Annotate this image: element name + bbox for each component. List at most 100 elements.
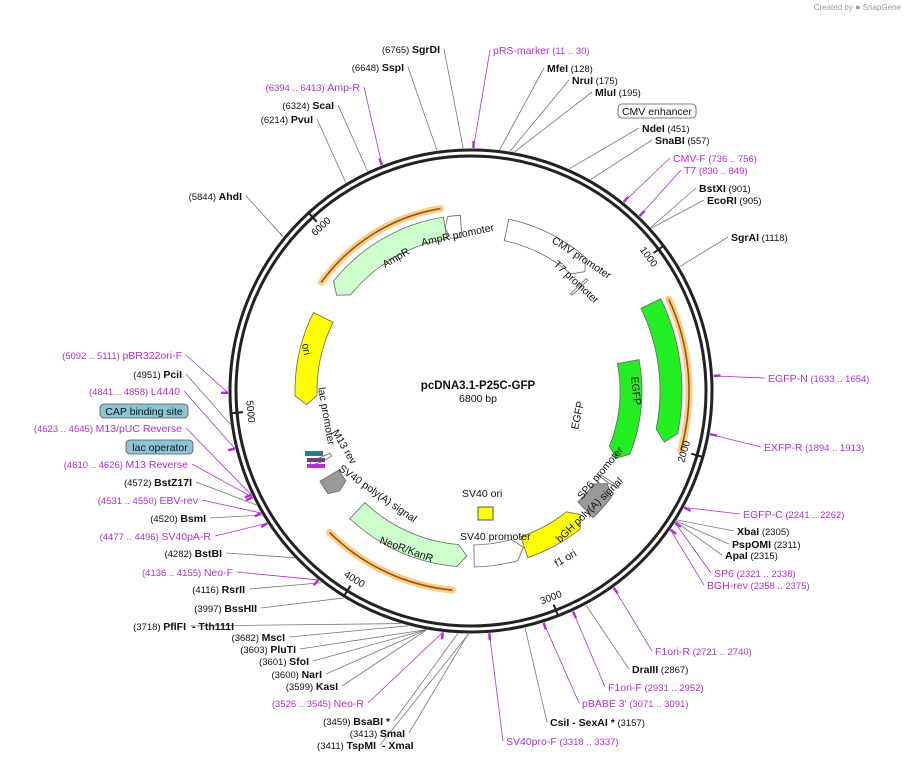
site-position: (3157) <box>617 718 644 729</box>
site-label: XbaI (2305) <box>737 526 789 538</box>
site-position: (830 .. 849) <box>699 166 748 177</box>
site-position: (175) <box>596 76 618 87</box>
site-name: TspMI <box>346 740 376 752</box>
site-name: EcoRI <box>707 195 737 207</box>
feature-label-sv40-promoter: SV40 promoter <box>460 531 531 543</box>
site-position: (4610 .. 4626) <box>64 460 123 471</box>
tick-label: 1000 <box>637 245 659 270</box>
svg-text:pBABE 3' (3071 .. 3091): pBABE 3' (3071 .. 3091) <box>582 698 688 710</box>
boxed-label-cmv-enhancer: CMV enhancer <box>617 103 697 119</box>
site-name: NruI <box>572 75 593 87</box>
svg-text:(4520) BsmI: (4520) BsmI <box>150 513 206 525</box>
site-name: BstZ17I <box>154 477 192 489</box>
site-name: M13/pUC Reverse <box>96 423 183 435</box>
site-name: pRS-marker <box>493 45 550 57</box>
primer-mark <box>312 579 320 587</box>
site-label: MluI (195) <box>595 87 641 99</box>
primer-mark <box>440 632 445 640</box>
site-name: BsaBI <box>353 716 383 728</box>
site-name: CMV-F <box>673 153 706 165</box>
site-position: (3413) <box>350 729 377 740</box>
site-position: (4623 .. 4645) <box>34 424 93 435</box>
site-name: CsiI <box>550 717 569 729</box>
svg-text:(4531 .. 4550) EBV-rev: (4531 .. 4550) EBV-rev <box>98 495 199 507</box>
site-name: L4440 <box>151 386 180 398</box>
site-label: EGFP-N (1633 .. 1654) <box>768 373 869 385</box>
primer-mark <box>571 611 578 619</box>
svg-text:(6214) PvuI: (6214) PvuI <box>261 114 313 126</box>
site-label: EXFP-R (1894 .. 1913) <box>764 442 864 454</box>
site-label: (4282) BstBI <box>164 548 222 560</box>
site-name: BstBI <box>195 548 223 560</box>
site-position: (5844) <box>189 192 216 203</box>
site-position: (905) <box>739 196 761 207</box>
site-label: pRS-marker (11 .. 30) <box>493 45 590 57</box>
site-label: PspOMI (2311) <box>732 539 801 551</box>
site-label: (4531 .. 4550) EBV-rev <box>98 495 199 507</box>
site-name: KasI <box>316 681 338 693</box>
svg-text:(6648) SspI: (6648) SspI <box>352 62 404 74</box>
site-label: T7 (830 .. 849) <box>684 165 748 177</box>
site-name: PflFI <box>163 621 186 633</box>
credit-prefix: Created by <box>813 3 853 12</box>
tick-mark <box>690 452 704 458</box>
site-position: (4572) <box>124 478 151 489</box>
credit-brand: SnapGene <box>862 3 901 12</box>
site-position: (2358 .. 2375) <box>750 581 809 592</box>
svg-text:NruI (175): NruI (175) <box>572 75 618 87</box>
site-label: (6765) SgrDI <box>382 44 440 56</box>
site-position: (4116) <box>192 585 219 596</box>
primer-mark <box>622 195 630 203</box>
site-label: (3718) PflFI- Tth111I <box>133 621 234 633</box>
site-label: (5092 .. 5111) pBR322ori-F <box>62 350 182 362</box>
site-position: (4531 .. 4550) <box>98 496 157 507</box>
feature-arc <box>473 539 524 568</box>
feature-label-ori: ori <box>299 342 313 356</box>
site-label: (3411) TspMI- XmaI <box>317 740 414 752</box>
site-label: (4951) PciI <box>133 369 182 381</box>
site-name: SP6 <box>714 568 734 580</box>
svg-text:(6765) SgrDI: (6765) SgrDI <box>382 44 440 56</box>
svg-text:PspOMI (2311): PspOMI (2311) <box>732 539 801 551</box>
site-position: (1633 .. 1654) <box>810 374 869 385</box>
sv40-ori-box <box>477 506 494 521</box>
orf-line <box>320 207 441 283</box>
svg-text:CMV-F (736 .. 756): CMV-F (736 .. 756) <box>673 153 757 165</box>
site-name: EGFP-C <box>743 509 783 521</box>
m13-primer-mark <box>307 464 325 468</box>
site-name: AhdI <box>219 191 242 203</box>
site-name: M13 Reverse <box>126 459 189 471</box>
svg-text:(4572) BstZ17I: (4572) BstZ17I <box>124 477 192 489</box>
site-label: NdeI (451) <box>642 123 690 135</box>
svg-text:XbaI (2305): XbaI (2305) <box>737 526 789 538</box>
site-name: MscI <box>262 632 285 644</box>
site-position: (2315) <box>750 551 777 562</box>
svg-text:(3599) KasI: (3599) KasI <box>286 681 338 693</box>
site-position: (3603) <box>240 645 267 656</box>
svg-text:EGFP-N (1633 .. 1654): EGFP-N (1633 .. 1654) <box>768 373 869 385</box>
site-position: (4951) <box>133 370 160 381</box>
site-label: (3599) KasI <box>286 681 338 693</box>
site-name: SfoI <box>289 656 309 668</box>
site-name: RsrII <box>222 584 245 596</box>
site-label: (6648) SspI <box>352 62 404 74</box>
site-name: EGFP-N <box>768 373 808 385</box>
site-label: CsiI - SexAI * (3157) <box>550 717 645 729</box>
site-name: EXFP-R <box>764 442 803 454</box>
svg-text:(4136 .. 4155) Neo-F: (4136 .. 4155) Neo-F <box>142 567 233 579</box>
site-position: (6394 .. 6413) <box>266 83 325 94</box>
site-position: (3071 .. 3091) <box>629 699 688 710</box>
site-name: PciI <box>163 369 182 381</box>
feature-arc <box>577 483 612 519</box>
primer-mark <box>488 633 492 641</box>
site-label: EcoRI (905) <box>707 195 762 207</box>
svg-text:SV40pro-F (3318 .. 3337): SV40pro-F (3318 .. 3337) <box>506 736 619 748</box>
feature-arc <box>640 298 683 443</box>
site-label: (5844) AhdI <box>189 191 243 203</box>
site-name: XbaI <box>737 526 759 538</box>
primer-mark <box>244 493 252 499</box>
site-label: pBABE 3' (3071 .. 3091) <box>582 698 688 710</box>
site-label: (6214) PvuI <box>261 114 313 126</box>
